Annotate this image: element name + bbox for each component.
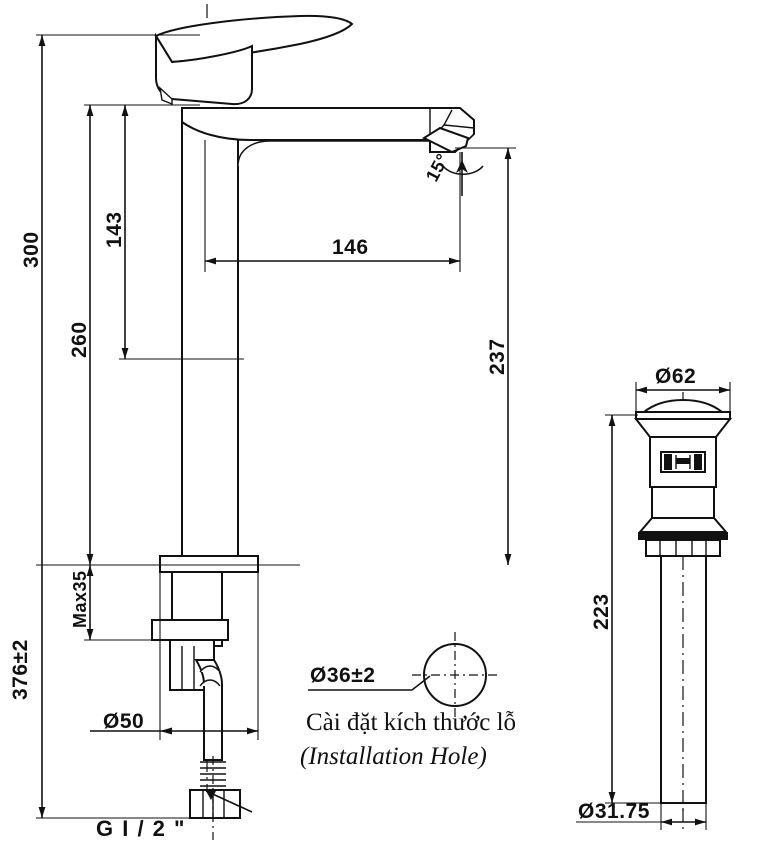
dim-text-237: 237: [486, 338, 509, 375]
dim-text-15deg: 15°: [422, 150, 453, 185]
installation-hole-detail: [308, 632, 498, 718]
leader-g12: [205, 790, 253, 813]
faucet-dimension-lines: [36, 34, 516, 819]
dim-text-d50: Ø50: [103, 710, 144, 733]
drain-outline: [633, 392, 733, 830]
dim-text-d3175: Ø31.75: [578, 800, 650, 823]
installation-hole-caption-vi: Cài đặt kích thước lỗ: [306, 709, 516, 736]
dim-text-143: 143: [103, 211, 126, 248]
dim-text-146: 146: [332, 236, 369, 259]
dim-text-hole-diameter: Ø36±2: [310, 664, 375, 687]
dim-text-d62: Ø62: [655, 365, 696, 388]
dim-text-max35: Max35: [70, 570, 90, 628]
dim-text-300: 300: [20, 231, 43, 268]
faucet-outline: [151, 4, 475, 840]
dim-text-g12: G I / 2 ": [96, 816, 186, 841]
angle-indicator-15deg: [442, 152, 484, 196]
dim-text-223: 223: [590, 593, 613, 630]
installation-hole-caption-en: (Installation Hole): [300, 743, 487, 770]
dim-text-376: 376±2: [9, 639, 32, 700]
dim-text-260: 260: [68, 321, 91, 358]
drain-dimension-lines: [576, 382, 731, 830]
